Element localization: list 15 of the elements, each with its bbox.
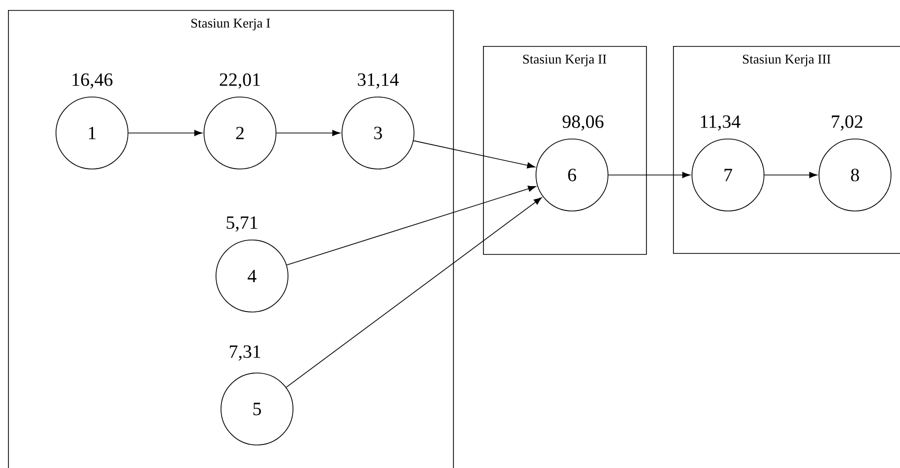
time-value: 22,01	[220, 73, 260, 89]
arrow	[286, 197, 542, 388]
time-value: 7,02	[832, 115, 862, 131]
arrow	[286, 186, 536, 266]
arrow	[764, 172, 818, 178]
arrow	[608, 172, 690, 178]
time-value: 5,71	[226, 216, 258, 232]
time-value: 11,34	[700, 115, 740, 131]
time-value: 31,14	[358, 73, 399, 89]
time-value: 98,06	[562, 115, 604, 131]
time-value: 16,46	[72, 73, 112, 89]
arrow	[128, 130, 202, 136]
time-value: 7,31	[230, 345, 260, 361]
arrow	[276, 130, 340, 136]
arrow	[413, 140, 536, 168]
